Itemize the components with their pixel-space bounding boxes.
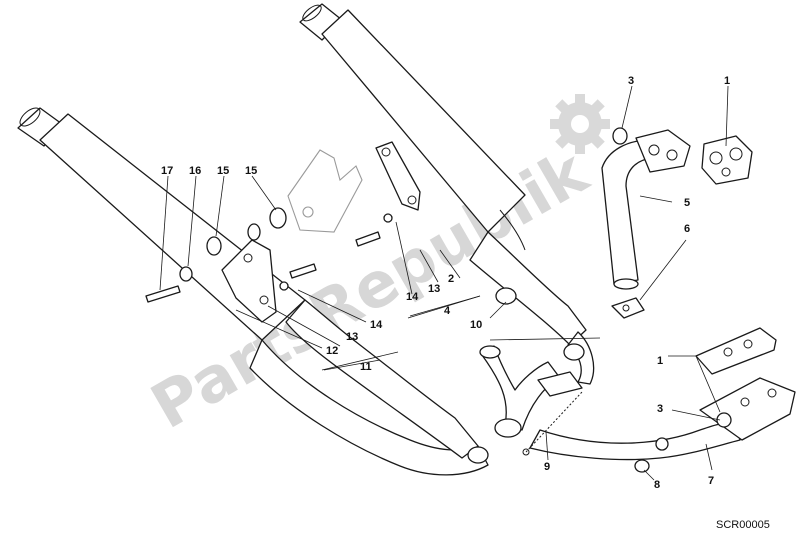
callout-17: 17 [161, 165, 173, 177]
bolts [145, 231, 381, 303]
bracket-right [375, 141, 421, 211]
callout-3-bottom: 3 [657, 403, 663, 415]
y-collector [479, 345, 583, 438]
callout-14-left: 14 [370, 319, 383, 331]
pipe-right [563, 331, 595, 385]
callout-13-right: 13 [428, 283, 440, 295]
silencer-right [299, 3, 587, 346]
callout-12: 12 [326, 345, 338, 357]
callout-15-right: 15 [245, 165, 257, 177]
exhaust-clamp [611, 297, 645, 319]
callout-7: 7 [708, 475, 714, 487]
callout-1-bottom: 1 [657, 355, 663, 367]
drawing-code: SCR00005 [716, 519, 770, 531]
callout-11: 11 [360, 361, 372, 373]
callout-15-left: 15 [217, 165, 229, 177]
callout-14-right: 14 [406, 291, 419, 303]
callout-8: 8 [654, 479, 660, 491]
callout-9: 9 [544, 461, 550, 473]
rubber-mounts [179, 127, 732, 473]
callout-1-top: 1 [724, 75, 730, 87]
gasket-bottom [695, 327, 777, 375]
callout-4: 4 [444, 305, 451, 317]
callout-16: 16 [189, 165, 201, 177]
gasket-top [701, 135, 753, 185]
callout-5: 5 [684, 197, 690, 209]
callout-10: 10 [470, 319, 482, 331]
gear-icon [550, 94, 610, 154]
kit-brackets [321, 295, 481, 371]
callout-labels: 17 16 15 15 3 1 5 6 2 13 14 4 10 14 13 1… [161, 75, 730, 491]
exhaust-spring [522, 391, 583, 456]
callout-6: 6 [684, 223, 690, 235]
callout-13-left: 13 [346, 331, 358, 343]
callout-3-top: 3 [628, 75, 634, 87]
header-pipe [601, 129, 691, 290]
callout-2: 2 [448, 273, 454, 285]
leader-lines [159, 85, 729, 481]
bracket-ghost [287, 149, 363, 233]
pipe-left [249, 299, 489, 476]
